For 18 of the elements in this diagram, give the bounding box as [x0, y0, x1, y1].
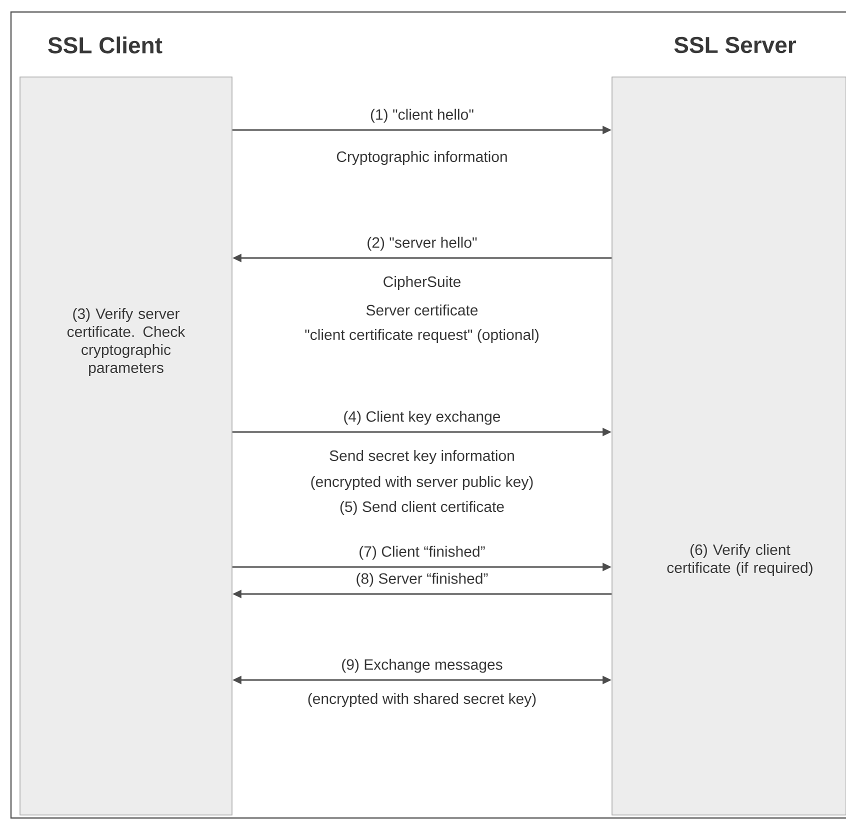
column-heading: SSL Client	[48, 36, 162, 54]
edge-label: (1) "client hello"	[370, 108, 474, 123]
message-note: (5) Send client certificate	[340, 501, 504, 515]
edge-label: (2) "server hello"	[368, 236, 477, 251]
message-note: Server certificate	[366, 304, 478, 316]
edge-label: (7) Client “finished”	[360, 546, 485, 560]
message-note: "client certificate request" (optional)	[305, 329, 538, 343]
message-note: (encrypted with server public key)	[311, 476, 533, 490]
edge-label: (8) Server “finished”	[356, 572, 488, 587]
message-note: Send secret key information	[330, 450, 514, 464]
edge-label: (9) Exchange messages	[342, 658, 502, 673]
step-note: (6) Verify client certificate (if required)	[667, 544, 812, 576]
message-note: Cryptographic information	[336, 151, 507, 165]
message-note: CipherSuite	[384, 276, 460, 290]
edge-label: (4) Client key exchange	[344, 410, 500, 425]
column-heading: SSL Server	[674, 36, 796, 54]
message-note: (encrypted with shared secret key)	[308, 693, 536, 707]
step-note: (3) Verify server certificate. Check cryptographic parameters	[67, 308, 186, 376]
